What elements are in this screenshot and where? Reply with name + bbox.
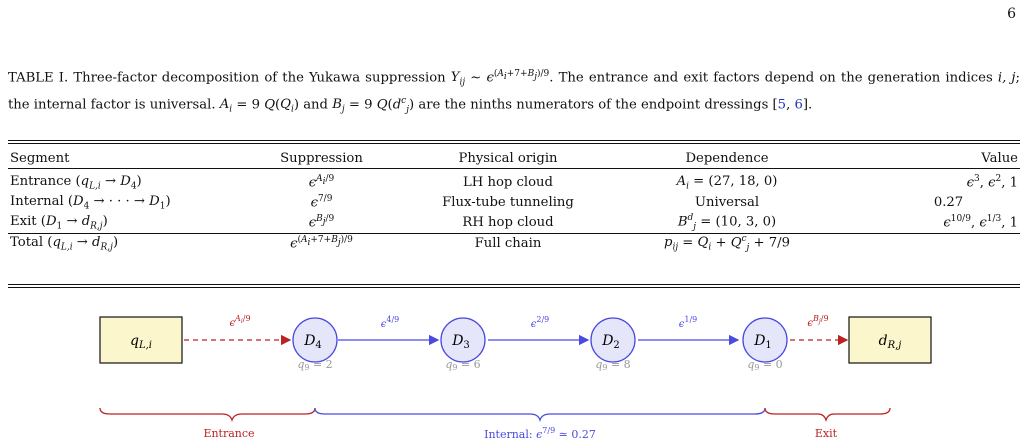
svg-text:q9 = 0: q9 = 0	[747, 358, 782, 372]
exit-arrow: ϵBj/9	[790, 314, 849, 346]
svg-text:Entrance: Entrance	[203, 427, 254, 440]
entrance-brace: Entrance	[99, 407, 316, 440]
internal-brace: Internal: ϵ7/9 ≃ 0.27	[314, 407, 766, 441]
table-header-row: Segment Suppression Physical origin Depe…	[8, 148, 1020, 169]
svg-text:q9 = 8: q9 = 8	[595, 358, 630, 372]
header-value: Value	[981, 150, 1018, 166]
citation-link[interactable]: 6	[794, 96, 803, 112]
header-origin: Physical origin	[458, 150, 558, 166]
svg-text:ϵ2/9: ϵ2/9	[531, 315, 549, 330]
table-top-rule-2	[8, 143, 1020, 144]
svg-text:ϵ1/9: ϵ1/9	[679, 315, 697, 330]
table-bottom-rule-2	[8, 287, 1020, 288]
svg-text:D4: D4	[303, 333, 322, 351]
table-row: Entrance (qL,i → D4) ϵAi/9 LH hop cloud …	[10, 173, 1018, 192]
table-row: Internal (D4 → · · · → D1) ϵ7/9 Flux-tub…	[10, 193, 964, 212]
svg-text:D2: D2	[601, 333, 620, 351]
header-segment: Segment	[10, 150, 70, 166]
caption-label: TABLE I.	[8, 70, 69, 86]
internal-arrow-3: ϵ1/9	[638, 315, 740, 346]
node-d3: D3 q9 = 6	[440, 317, 486, 372]
entrance-arrow: ϵAi/9	[184, 314, 292, 346]
chain-diagram: qL,i dR,j ϵAi/9 ϵBj/9 ϵ4/9 ϵ2/9 ϵ1/9 D4 …	[99, 314, 932, 441]
node-d2: D2 q9 = 8	[590, 317, 636, 372]
node-d1: D1 q9 = 0	[742, 317, 788, 372]
node-d4: D4 q9 = 2	[292, 317, 338, 372]
citation-link[interactable]: 5	[777, 96, 787, 112]
svg-text:Internal: ϵ7/9 ≃ 0.27: Internal: ϵ7/9 ≃ 0.27	[484, 426, 596, 441]
quark-left-box: qL,i	[99, 316, 183, 364]
internal-arrow-2: ϵ2/9	[488, 315, 590, 346]
table-caption: TABLE I. Three-factor decomposition of t…	[8, 69, 1020, 115]
svg-text:ϵBj/9: ϵBj/9	[807, 314, 828, 329]
header-suppression: Suppression	[280, 150, 363, 166]
exit-brace: Exit	[764, 407, 891, 440]
header-dependence: Dependence	[685, 150, 769, 166]
svg-text:D3: D3	[451, 333, 470, 351]
svg-text:Exit: Exit	[815, 427, 838, 440]
svg-text:q9 = 6: q9 = 6	[445, 358, 480, 372]
svg-text:q9 = 2: q9 = 2	[297, 358, 332, 372]
quark-right-box: dR,j	[848, 316, 932, 364]
table-top-rule	[8, 140, 1020, 141]
table-row: Exit (D1 → dR,j) ϵBj/9 RH hop cloud Bdj …	[10, 212, 1018, 233]
svg-text:ϵAi/9: ϵAi/9	[229, 314, 250, 329]
svg-text:ϵ4/9: ϵ4/9	[381, 315, 399, 330]
decomposition-table: Segment Suppression Physical origin Depe…	[8, 148, 1020, 254]
internal-arrow-1: ϵ4/9	[338, 315, 440, 346]
table-row-total: Total (qL,i → dR,j) ϵ(Ai+7+Bj)/9 Full ch…	[8, 232, 1020, 254]
table-bottom-rule	[8, 284, 1020, 285]
page-number: 6	[1007, 6, 1016, 22]
svg-text:D1: D1	[753, 333, 772, 351]
